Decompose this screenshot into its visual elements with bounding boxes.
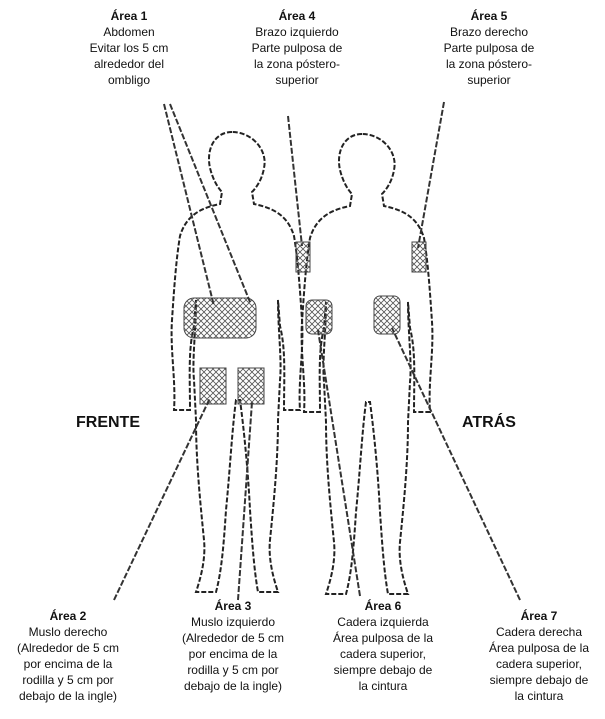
area-6-line: Cadera izquierda <box>318 614 448 630</box>
area-4-line: Brazo izquierdo <box>232 24 362 40</box>
front-body-outline <box>172 132 303 592</box>
area-5-line: Brazo derecho <box>424 24 554 40</box>
area-2-title: Área 2 <box>6 608 130 624</box>
area-7-line: la cintura <box>476 688 602 704</box>
area-3-line: (Alrededor de 5 cm <box>168 630 298 646</box>
back-label: ATRÁS <box>462 414 516 432</box>
label-area-1: Área 1 Abdomen Evitar los 5 cm alrededor… <box>64 8 194 88</box>
area-2-line: Muslo derecho <box>6 624 130 640</box>
area-3-line: debajo de la ingle) <box>168 678 298 694</box>
pointer-area-1 <box>164 104 214 306</box>
area-7-line: siempre debajo de <box>476 672 602 688</box>
area-4-line: superior <box>232 72 362 88</box>
area-4-left-arm-region <box>296 242 310 272</box>
area-6-line: Área pulposa de la <box>318 630 448 646</box>
label-area-3: Área 3 Muslo izquierdo (Alrededor de 5 c… <box>168 598 298 694</box>
area-6-line: cadera superior, <box>318 646 448 662</box>
pointer-area-3 <box>238 402 252 600</box>
area-7-line: Cadera derecha <box>476 624 602 640</box>
pointer-area-1b <box>170 104 250 302</box>
area-3-line: por encima de la <box>168 646 298 662</box>
area-6-left-hip-region <box>306 300 332 334</box>
area-5-line: la zona póstero- <box>424 56 554 72</box>
area-3-line: Muslo izquierdo <box>168 614 298 630</box>
area-7-right-hip-region <box>374 296 400 334</box>
area-3-title: Área 3 <box>168 598 298 614</box>
area-1-line: ombligo <box>64 72 194 88</box>
area-1-line: alrededor del <box>64 56 194 72</box>
label-area-4: Área 4 Brazo izquierdo Parte pulposa de … <box>232 8 362 88</box>
label-area-2: Área 2 Muslo derecho (Alrededor de 5 cm … <box>6 608 130 704</box>
back-body-outline <box>302 134 433 594</box>
area-2-line: por encima de la <box>6 656 130 672</box>
area-1-abdomen-region <box>184 298 256 338</box>
area-7-line: Área pulposa de la <box>476 640 602 656</box>
area-4-line: la zona póstero- <box>232 56 362 72</box>
area-3-left-thigh-region <box>238 368 264 404</box>
area-5-line: Parte pulposa de <box>424 40 554 56</box>
area-1-title: Área 1 <box>64 8 194 24</box>
area-4-line: Parte pulposa de <box>232 40 362 56</box>
area-2-line: rodilla y 5 cm por <box>6 672 130 688</box>
area-7-title: Área 7 <box>476 608 602 624</box>
label-area-7: Área 7 Cadera derecha Área pulposa de la… <box>476 608 602 704</box>
area-4-title: Área 4 <box>232 8 362 24</box>
area-6-line: siempre debajo de <box>318 662 448 678</box>
front-label: FRENTE <box>76 414 140 432</box>
area-7-line: cadera superior, <box>476 656 602 672</box>
area-2-line: (Alrededor de 5 cm <box>6 640 130 656</box>
pointer-area-6 <box>318 330 360 596</box>
area-6-line: la cintura <box>318 678 448 694</box>
area-2-right-thigh-region <box>200 368 226 404</box>
label-area-5: Área 5 Brazo derecho Parte pulposa de la… <box>424 8 554 88</box>
area-5-line: superior <box>424 72 554 88</box>
area-1-line: Evitar los 5 cm <box>64 40 194 56</box>
area-5-title: Área 5 <box>424 8 554 24</box>
area-3-line: rodilla y 5 cm por <box>168 662 298 678</box>
pointer-area-5 <box>418 102 444 248</box>
label-area-6: Área 6 Cadera izquierda Área pulposa de … <box>318 598 448 694</box>
area-6-title: Área 6 <box>318 598 448 614</box>
area-1-line: Abdomen <box>64 24 194 40</box>
area-2-line: debajo de la ingle) <box>6 688 130 704</box>
